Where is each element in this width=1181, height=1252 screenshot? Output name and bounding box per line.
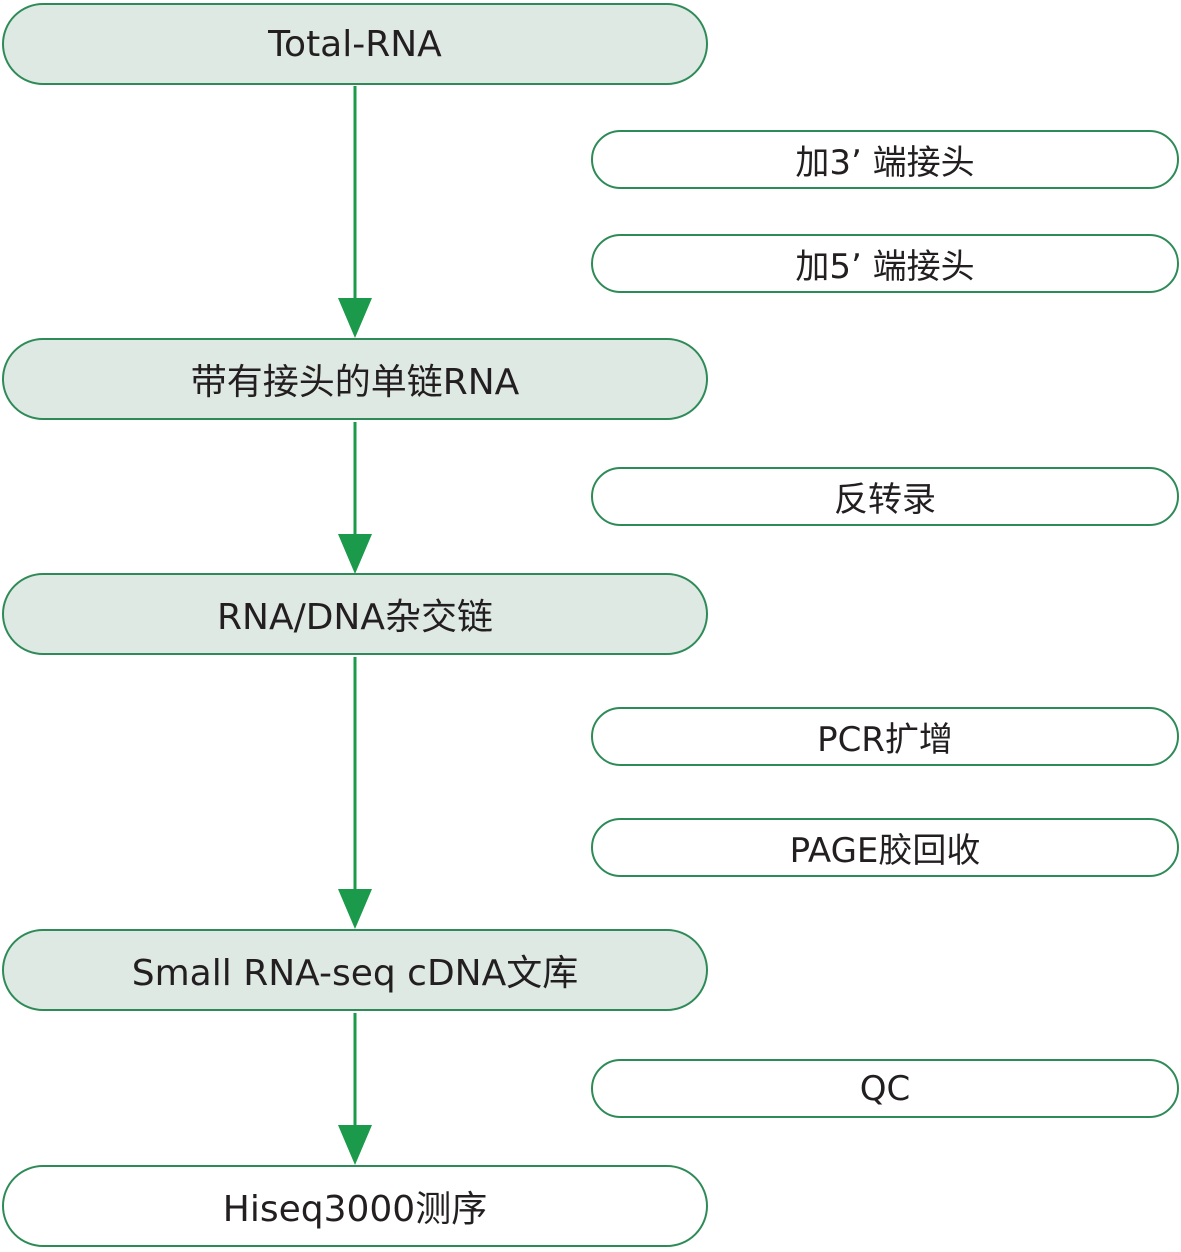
step-add-3-adapter-label: 加3’ 端接头 (795, 143, 975, 183)
step-adapter-rna: 带有接头的单链RNA (2, 338, 708, 420)
arrow-1-head (338, 298, 372, 338)
step-hybrid: RNA/DNA杂交链 (2, 573, 708, 655)
step-total-rna-label: Total-RNA (268, 23, 442, 65)
arrow-2-head (338, 534, 372, 574)
step-library-label: Small RNA-seq cDNA文库 (131, 953, 579, 994)
step-page: PAGE胶回收 (591, 818, 1179, 877)
step-qc: QC (591, 1059, 1179, 1118)
step-reverse-transcription-label: 反转录 (834, 480, 936, 520)
step-sequencing: Hiseq3000测序 (2, 1165, 708, 1247)
step-reverse-transcription: 反转录 (591, 467, 1179, 526)
step-sequencing-label: Hiseq3000测序 (222, 1189, 488, 1230)
step-add-5-adapter-label: 加5’ 端接头 (795, 247, 975, 287)
arrow-3-head (338, 889, 372, 929)
step-library: Small RNA-seq cDNA文库 (2, 929, 708, 1011)
step-total-rna: Total-RNA (2, 3, 708, 85)
step-hybrid-label: RNA/DNA杂交链 (217, 597, 493, 638)
step-add-3-adapter: 加3’ 端接头 (591, 130, 1179, 189)
step-pcr: PCR扩增 (591, 707, 1179, 766)
arrow-4-head (338, 1125, 372, 1165)
step-adapter-rna-label: 带有接头的单链RNA (190, 362, 520, 403)
step-add-5-adapter: 加5’ 端接头 (591, 234, 1179, 293)
step-qc-label: QC (859, 1068, 911, 1109)
step-pcr-label: PCR扩增 (817, 720, 953, 760)
step-page-label: PAGE胶回收 (789, 831, 981, 871)
